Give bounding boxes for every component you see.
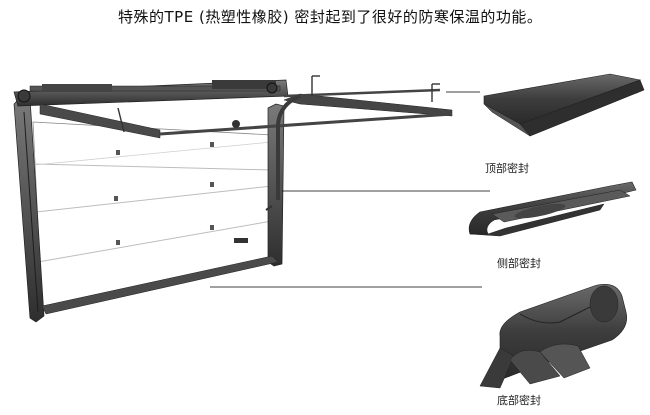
- side-seal-profile: [468, 181, 637, 237]
- horizontal-track-right: [283, 93, 453, 117]
- label-top-seal: 顶部密封: [485, 162, 529, 175]
- left-track-arm: [39, 103, 161, 139]
- curved-track: [276, 94, 301, 200]
- leader-lines: [210, 91, 490, 288]
- door-panel: [32, 121, 273, 308]
- top-seal-profile: [483, 73, 645, 137]
- hinges: [114, 142, 214, 245]
- label-side-seal: 侧部密封: [497, 257, 541, 270]
- caption-text: 特殊的TPE (热塑性橡胶) 密封起到了很好的防寒保温的功能。: [118, 8, 543, 26]
- spring-shaft: [29, 85, 281, 92]
- bottom-seal-profile: [479, 284, 627, 389]
- door-handle: [234, 238, 248, 243]
- label-bottom-seal: 底部密封: [497, 394, 541, 407]
- bottom-rail: [41, 255, 279, 315]
- garage-door: [13, 75, 453, 323]
